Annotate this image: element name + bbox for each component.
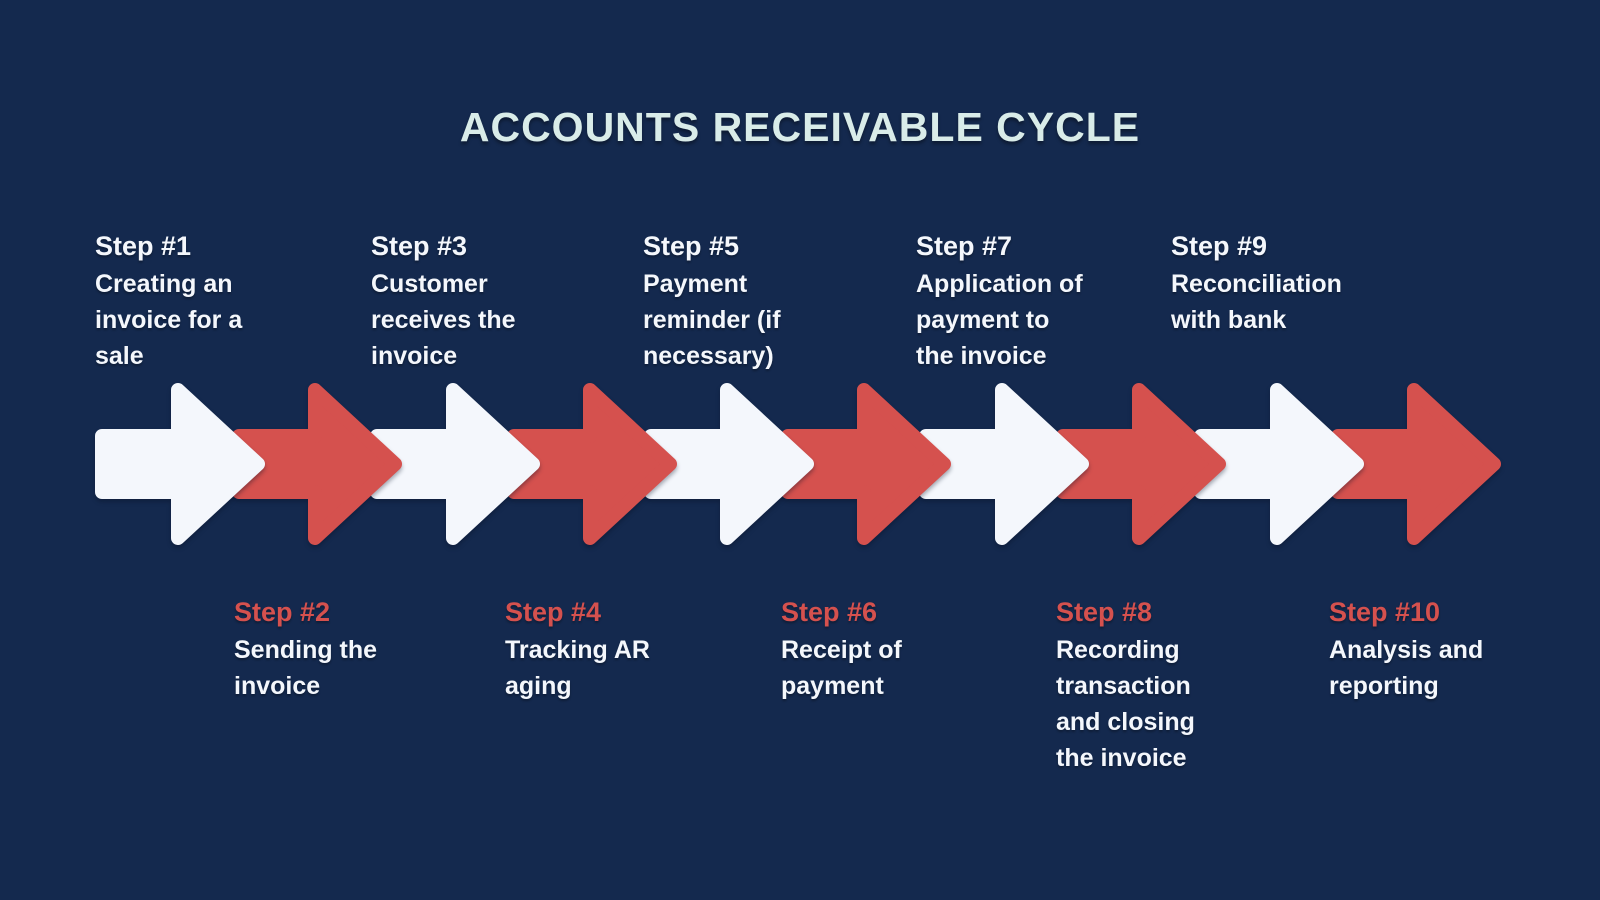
step-9-description: Reconciliation with bank — [1171, 266, 1411, 338]
step-2-line: Sending the — [234, 636, 378, 664]
step-7-description: Application of payment to the invoice — [916, 266, 1156, 374]
step-5-line: Payment — [643, 270, 748, 298]
step-1-description: Creating an invoice for a sale — [95, 266, 335, 374]
step-8-line: transaction — [1056, 672, 1191, 700]
step-10-line: reporting — [1329, 672, 1439, 700]
step-7-line: Application of — [916, 270, 1083, 298]
step-2-label: Step #2 Sending the invoice — [234, 593, 474, 704]
step-1-line: sale — [95, 342, 144, 370]
step-5-title: Step #5 — [643, 231, 740, 261]
step-9-line: with bank — [1171, 306, 1287, 334]
step-5-label: Step #5 Payment reminder (if necessary) — [643, 227, 883, 374]
step-7-label: Step #7 Application of payment to the in… — [916, 227, 1156, 374]
step-10-label: Step #10 Analysis and reporting — [1329, 593, 1569, 704]
step-1-label: Step #1 Creating an invoice for a sale — [95, 227, 335, 374]
arrow-step-10-icon — [1331, 383, 1501, 545]
step-5-description: Payment reminder (if necessary) — [643, 266, 883, 374]
arrow-step-9-icon — [1194, 383, 1364, 545]
step-5-line: necessary) — [643, 342, 774, 370]
step-8-line: and closing — [1056, 708, 1195, 736]
step-3-line: receives the — [371, 306, 516, 334]
step-4-title: Step #4 — [505, 597, 602, 627]
arrow-step-4-icon — [507, 383, 677, 545]
step-2-title: Step #2 — [234, 597, 331, 627]
step-4-label: Step #4 Tracking AR aging — [505, 593, 745, 704]
step-6-line: payment — [781, 672, 884, 700]
step-10-title: Step #10 — [1329, 597, 1441, 627]
step-6-description: Receipt of payment — [781, 632, 1021, 704]
step-6-label: Step #6 Receipt of payment — [781, 593, 1021, 704]
arrow-step-5-icon — [644, 383, 814, 545]
step-9-line: Reconciliation — [1171, 270, 1342, 298]
step-9-label: Step #9 Reconciliation with bank — [1171, 227, 1411, 338]
arrow-step-3-icon — [370, 383, 540, 545]
arrow-step-6-icon — [781, 383, 951, 545]
step-7-line: payment to — [916, 306, 1050, 334]
arrow-step-8-icon — [1056, 383, 1226, 545]
step-7-title: Step #7 — [916, 231, 1013, 261]
arrow-step-2-icon — [232, 383, 402, 545]
step-3-line: Customer — [371, 270, 488, 298]
step-3-description: Customer receives the invoice — [371, 266, 611, 374]
step-4-line: aging — [505, 672, 572, 700]
step-3-label: Step #3 Customer receives the invoice — [371, 227, 611, 374]
step-8-description: Recording transaction and closing the in… — [1056, 632, 1296, 776]
step-9-title: Step #9 — [1171, 231, 1268, 261]
step-6-line: Receipt of — [781, 636, 902, 664]
step-5-line: reminder (if — [643, 306, 781, 334]
step-3-title: Step #3 — [371, 231, 468, 261]
step-7-line: the invoice — [916, 342, 1047, 370]
step-6-title: Step #6 — [781, 597, 878, 627]
page-title: ACCOUNTS RECEIVABLE CYCLE — [459, 104, 1141, 150]
step-8-line: Recording — [1056, 636, 1180, 664]
step-8-line: the invoice — [1056, 744, 1187, 772]
step-8-title: Step #8 — [1056, 597, 1153, 627]
step-1-line: invoice for a — [95, 306, 243, 334]
step-4-line: Tracking AR — [505, 636, 650, 664]
step-2-description: Sending the invoice — [234, 632, 474, 704]
arrow-step-1-icon — [95, 383, 265, 545]
step-1-line: Creating an — [95, 270, 233, 298]
step-1-title: Step #1 — [95, 231, 192, 261]
step-2-line: invoice — [234, 672, 321, 700]
step-10-description: Analysis and reporting — [1329, 632, 1569, 704]
step-10-line: Analysis and — [1329, 636, 1484, 664]
arrow-step-7-icon — [919, 383, 1089, 545]
step-8-label: Step #8 Recording transaction and closin… — [1056, 593, 1296, 776]
step-3-line: invoice — [371, 342, 458, 370]
step-4-description: Tracking AR aging — [505, 632, 745, 704]
